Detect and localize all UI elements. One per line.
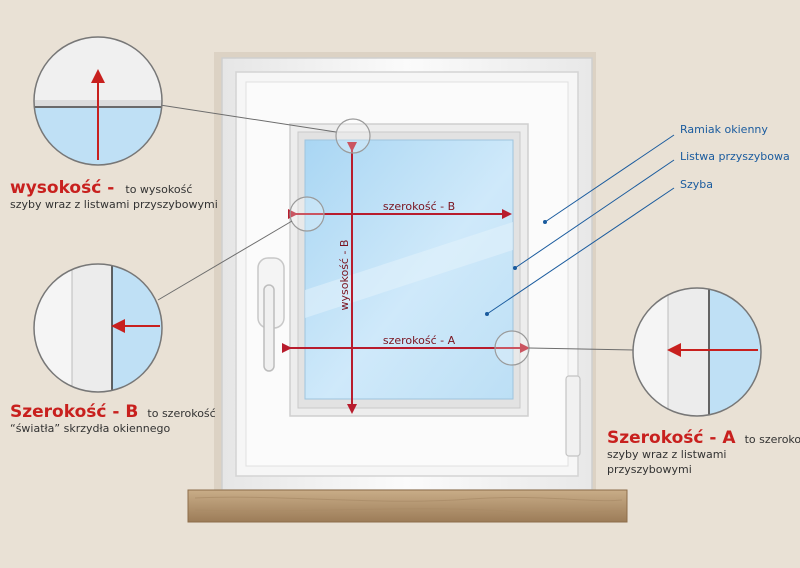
note-width-a-title: Szerokość - A — [607, 428, 736, 448]
note-width-a-desc2: szyby wraz z listwami — [607, 448, 727, 461]
note-width-b: Szerokość - B to szerokość — [10, 402, 216, 422]
label-glass: Szyba — [680, 178, 713, 191]
highlight-left — [289, 196, 325, 232]
note-width-b-desc1: to szerokość — [147, 407, 216, 420]
note-width-a-desc3: przyszybowymi — [607, 463, 692, 476]
note-height-desc1: to wysokość — [125, 183, 193, 196]
note-height: wysokość - to wysokość — [10, 178, 192, 198]
magnifier-width-a — [632, 287, 762, 417]
note-height-title: wysokość - — [10, 178, 115, 198]
magnifier-width-b — [33, 263, 163, 393]
window-handle — [257, 257, 285, 372]
hinge — [565, 375, 581, 457]
connector-left — [157, 220, 293, 301]
label-frame: Ramiak okienny — [680, 123, 768, 136]
highlight-top — [335, 118, 371, 154]
connector-right — [528, 347, 635, 351]
leader-glass — [486, 187, 675, 315]
height-b-label: wysokość - B — [338, 240, 351, 311]
note-width-a: Szerokość - A to szerokość — [607, 428, 800, 448]
leader-frame — [544, 134, 675, 223]
window-sill — [187, 489, 628, 523]
label-bead: Listwa przyszybowa — [680, 150, 790, 163]
connector-top — [159, 104, 337, 133]
width-b-label: szerokość - B — [383, 200, 455, 213]
note-width-b-desc2: “światła” skrzydła okiennego — [10, 422, 171, 435]
note-width-a-desc1: to szerokość — [744, 433, 800, 446]
note-width-b-title: Szerokość - B — [10, 402, 139, 422]
magnifier-height — [33, 36, 163, 166]
highlight-right — [494, 330, 530, 366]
note-height-desc2: szyby wraz z listwami przyszybowymi — [10, 198, 218, 211]
width-a-label: szerokość - A — [383, 334, 456, 347]
leader-bead — [514, 159, 675, 269]
